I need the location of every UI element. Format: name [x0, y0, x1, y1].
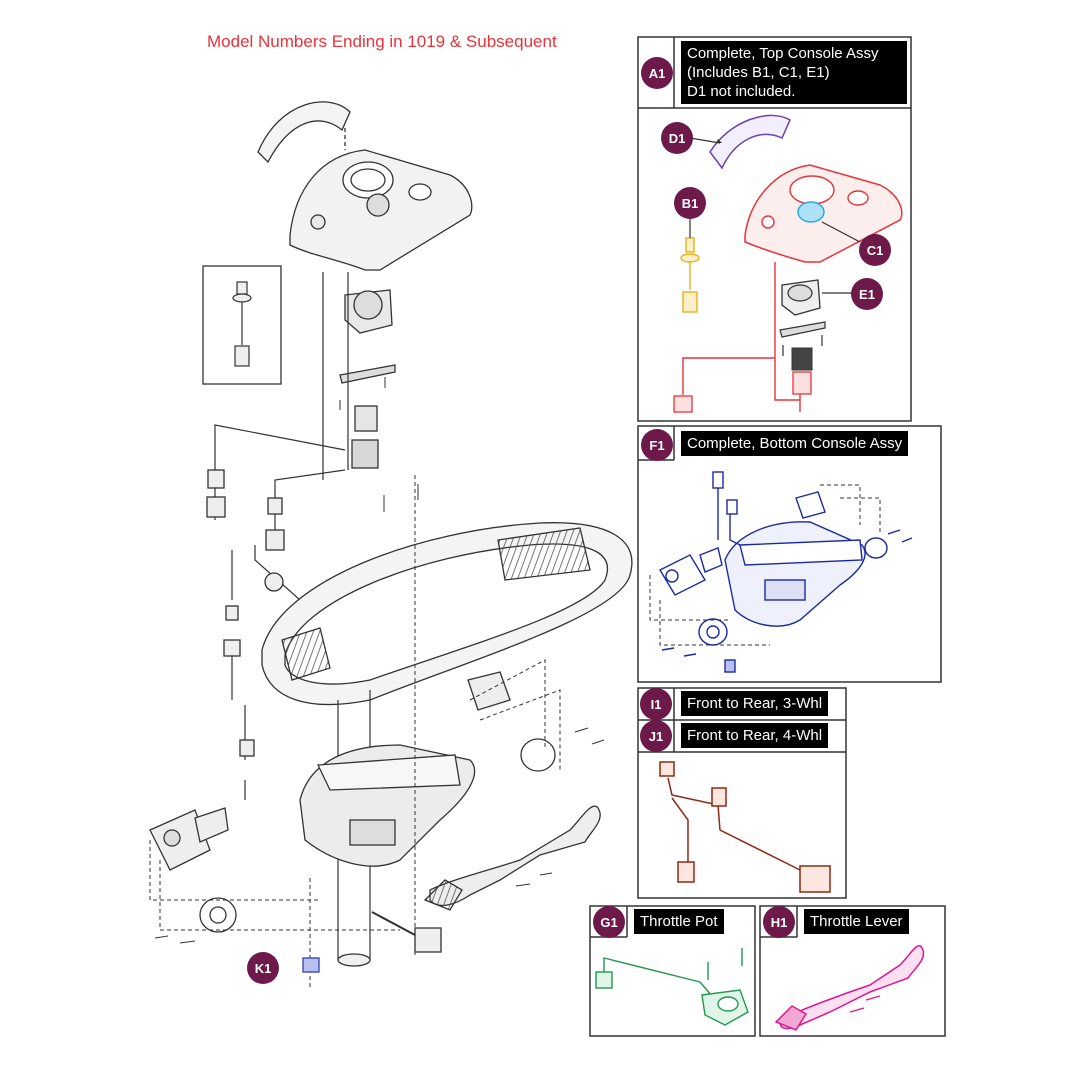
label-i1: Front to Rear, 3-Whl [681, 691, 829, 716]
callout-h1: H1 [763, 906, 795, 938]
label-a1-line2: (Includes B1, C1, E1) [687, 64, 830, 81]
callout-a1: A1 [641, 57, 673, 89]
callout-d1: D1 [661, 122, 693, 154]
label-h1: Throttle Lever [804, 909, 909, 934]
callout-b1: B1 [674, 187, 706, 219]
ij-harness [659, 761, 831, 893]
label-a1-line3: D1 not included. [687, 83, 796, 100]
callout-k1: K1 [247, 952, 279, 984]
main-shroud [257, 101, 351, 164]
main-key-switch [232, 281, 252, 367]
b1-key-switch [680, 237, 700, 313]
label-g1: Throttle Pot [634, 909, 724, 934]
g1-throttle-pot [595, 948, 749, 1026]
panel-a1-outline [637, 36, 912, 422]
label-j1: Front to Rear, 4-Whl [681, 723, 829, 748]
callout-f1: F1 [641, 429, 673, 461]
c1-knob [797, 201, 825, 223]
diagram-title: Model Numbers Ending in 1019 & Subsequen… [207, 32, 557, 51]
label-f1: Complete, Bottom Console Assy [681, 431, 909, 456]
panel-f1-outline [637, 425, 942, 683]
label-a1: Complete, Top Console Assy (Includes B1,… [681, 41, 907, 104]
main-fuse [302, 957, 320, 973]
main-key-switch-inset [202, 265, 282, 385]
callout-j1: J1 [640, 720, 672, 752]
callout-c1: C1 [859, 234, 891, 266]
label-a1-line1: Complete, Top Console Assy [687, 45, 879, 62]
panel-ij-outline [637, 687, 847, 899]
f1-bottom-console [659, 471, 913, 673]
h1-throttle-lever [774, 945, 925, 1031]
d1-shroud [709, 114, 791, 170]
main-exploded-view [149, 101, 633, 990]
main-throttle-lever [429, 805, 601, 907]
callout-i1: I1 [640, 688, 672, 720]
panel-g1-outline [589, 905, 756, 1037]
panel-h1-outline [759, 905, 946, 1037]
callout-g1: G1 [593, 906, 625, 938]
callout-e1: E1 [851, 278, 883, 310]
